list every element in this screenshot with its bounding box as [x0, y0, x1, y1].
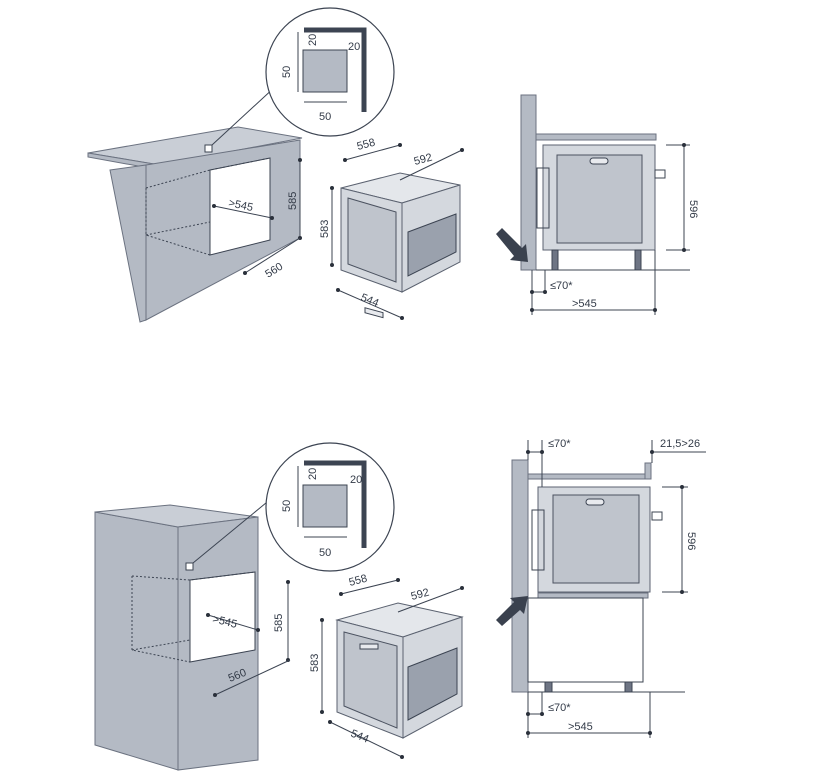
- top-side-depth-label: >545: [572, 298, 597, 310]
- bottom-side-base-cabinet: [527, 597, 644, 683]
- bottom-side-foot-right: [624, 681, 633, 693]
- bottom-side-oven-door: [552, 494, 640, 584]
- bottom-oven-diagram: 558 592 583 544: [309, 573, 464, 759]
- bottom-side-shelf: [537, 592, 649, 599]
- bottom-detail-b-label: 20: [350, 474, 362, 486]
- bottom-side-view: ≤70* 21,5>26 596 ≤70* >545: [496, 438, 706, 738]
- bottom-niche-depth-label: >545: [211, 613, 238, 631]
- bottom-side-top-panel: [644, 462, 652, 480]
- bottom-oven-handle: [359, 643, 379, 650]
- top-niche-depth-label: >545: [227, 197, 254, 214]
- top-cabinet-left-face: [109, 164, 147, 323]
- top-detail-zoom: 20 20 50 50: [265, 7, 395, 137]
- top-detail-square: [302, 49, 348, 93]
- top-side-oven-handle: [589, 157, 609, 165]
- bottom-side-wall: [511, 459, 529, 693]
- bottom-detail-zoom: 20 20 50 50: [265, 442, 395, 572]
- bottom-side-height-label: 596: [685, 532, 697, 550]
- bottom-oven-depth-label: 558: [348, 573, 369, 589]
- top-oven-height-label: 583: [319, 220, 331, 238]
- bottom-column-left-face: [94, 511, 179, 771]
- bottom-side-oven-handle: [585, 498, 605, 506]
- bottom-side-top-gap-label: ≤70*: [548, 438, 571, 450]
- top-side-foot-right: [634, 249, 642, 271]
- top-side-gap-label: ≤70*: [550, 280, 573, 292]
- top-detail-a-label: 20: [307, 34, 319, 46]
- bottom-detail-h-label: 50: [281, 500, 293, 512]
- top-niche-width-label: 560: [263, 261, 285, 281]
- top-oven-diagram: 558 592 583 544: [319, 137, 464, 320]
- top-detail-marker: [204, 144, 213, 153]
- top-side-oven-door: [556, 154, 643, 244]
- bottom-side-depth-label: >545: [568, 721, 593, 733]
- bottom-oven-window: [407, 647, 458, 721]
- bottom-side-knob: [651, 511, 663, 521]
- bottom-side-top-shelf: [527, 473, 649, 480]
- top-side-view: 596 ≤70* >545: [496, 94, 699, 315]
- bottom-detail-a-label: 20: [307, 468, 319, 480]
- bottom-detail-corner: [304, 460, 367, 548]
- top-side-height-label: 596: [687, 200, 699, 218]
- bottom-side-foot-left: [544, 681, 553, 693]
- top-niche-diagram: >545 585 560: [87, 85, 303, 323]
- top-detail-corner: [304, 27, 367, 112]
- top-detail-b-label: 20: [348, 41, 360, 53]
- top-side-foot-left: [551, 249, 559, 271]
- top-side-wall: [520, 94, 537, 271]
- bottom-side-gap-label: ≤70*: [548, 702, 571, 714]
- bottom-niche-diagram: >545 585 560: [94, 497, 291, 771]
- bottom-oven-height-label: 583: [309, 654, 321, 672]
- top-detail-w-label: 50: [319, 111, 331, 123]
- top-oven-window: [407, 213, 457, 277]
- bottom-side-vent: [531, 509, 545, 571]
- top-side-vent: [536, 167, 550, 229]
- bottom-side-top-offset-label: 21,5>26: [660, 438, 700, 450]
- top-niche-height-label: 585: [287, 192, 299, 210]
- top-side-vent-arrow: [496, 228, 528, 262]
- top-detail-h-label: 50: [281, 66, 293, 78]
- top-oven-door-panel: [347, 197, 397, 283]
- bottom-detail-w-label: 50: [319, 547, 331, 559]
- bottom-oven-door-panel: [343, 631, 398, 729]
- bottom-side-vent-arrow: [496, 596, 528, 626]
- top-side-countertop: [535, 133, 657, 141]
- top-oven-width-label: 592: [413, 152, 434, 168]
- bottom-detail-marker: [185, 562, 194, 571]
- bottom-niche-height-label: 585: [273, 614, 285, 632]
- bottom-oven-width-label: 592: [410, 587, 431, 603]
- bottom-detail-square: [302, 484, 348, 528]
- top-oven-handle: [364, 307, 384, 319]
- bottom-oven-bottom-label: 544: [349, 728, 371, 746]
- top-side-knob: [654, 169, 666, 179]
- top-oven-depth-label: 558: [356, 137, 377, 153]
